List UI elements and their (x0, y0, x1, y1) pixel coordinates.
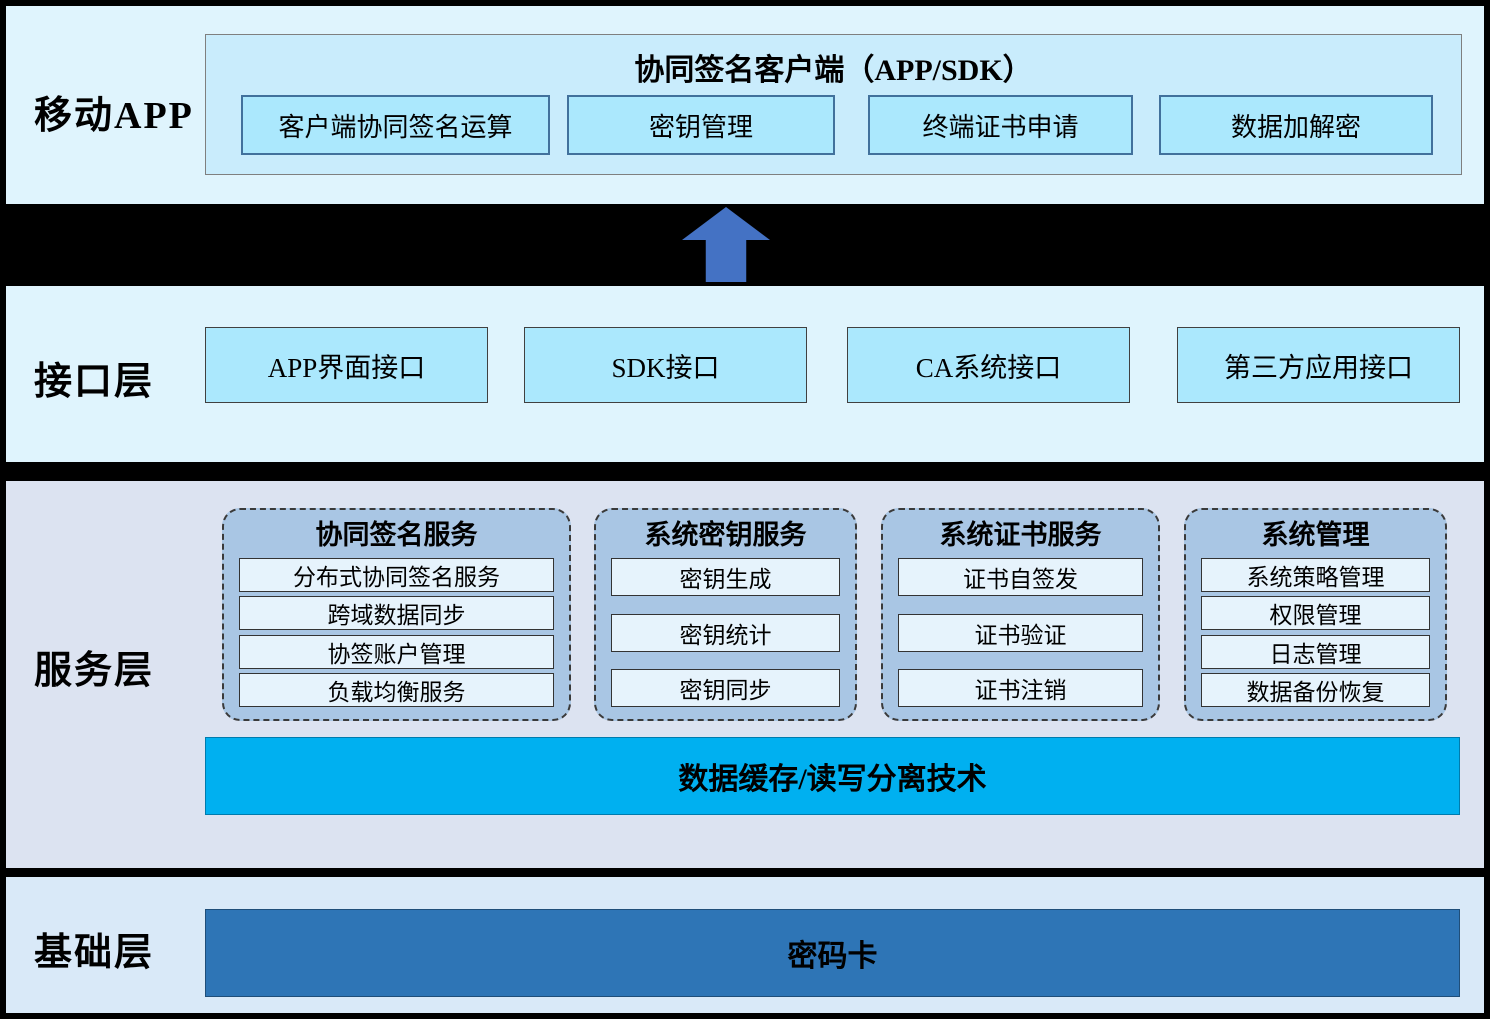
group-item: 日志管理 (1201, 634, 1430, 669)
interface-item-sdk: SDK接口 (524, 327, 807, 403)
client-title: 协同签名客户端（APP/SDK） (634, 54, 1033, 87)
group-item: 证书自签发 (898, 558, 1143, 596)
interface-item-app-ui: APP界面接口 (205, 327, 488, 403)
group-item: 证书验证 (898, 613, 1143, 652)
group-item: 跨域数据同步 (239, 596, 554, 631)
service-group-system-key: 系统密钥服务 密钥生成 密钥统计 密钥同步 (594, 508, 857, 721)
layer-label-base: 基础层 (34, 932, 155, 974)
group-title: 系统密钥服务 (644, 520, 807, 550)
client-container: 协同签名客户端（APP/SDK） 客户端协同签名运算 密钥管理 终端证书申请 数… (205, 34, 1462, 175)
service-group-system-cert: 系统证书服务 证书自签发 证书验证 证书注销 (881, 508, 1160, 721)
layer-label-mobile: 移动APP (34, 95, 194, 137)
group-items: 系统策略管理 权限管理 日志管理 数据备份恢复 (1201, 558, 1430, 707)
layer-base: 基础层 密码卡 (6, 877, 1484, 1013)
group-item: 负载均衡服务 (239, 672, 554, 707)
client-item-cosign-compute: 客户端协同签名运算 (241, 95, 550, 155)
client-item-key-management: 密钥管理 (567, 95, 835, 155)
group-item: 密钥同步 (611, 669, 840, 707)
group-item: 分布式协同签名服务 (239, 558, 554, 592)
group-item: 密钥生成 (611, 558, 840, 596)
group-items: 密钥生成 密钥统计 密钥同步 (611, 558, 840, 707)
data-cache-tech-bar: 数据缓存/读写分离技术 (205, 737, 1460, 815)
group-title: 系统管理 (1261, 520, 1370, 550)
service-group-system-admin: 系统管理 系统策略管理 权限管理 日志管理 数据备份恢复 (1184, 508, 1447, 721)
group-title: 系统证书服务 (939, 520, 1102, 550)
group-item: 权限管理 (1201, 596, 1430, 631)
service-group-cosign: 协同签名服务 分布式协同签名服务 跨域数据同步 协签账户管理 负载均衡服务 (222, 508, 571, 721)
group-items: 证书自签发 证书验证 证书注销 (898, 558, 1143, 707)
interface-item-third-party: 第三方应用接口 (1177, 327, 1460, 403)
client-item-data-crypto: 数据加解密 (1159, 95, 1433, 155)
group-item: 协签账户管理 (239, 634, 554, 669)
layer-mobile-app: 移动APP 协同签名客户端（APP/SDK） 客户端协同签名运算 密钥管理 终端… (6, 6, 1484, 204)
up-arrow-icon (682, 207, 770, 282)
layer-interface: 接口层 APP界面接口 SDK接口 CA系统接口 第三方应用接口 (6, 286, 1484, 462)
client-item-cert-request: 终端证书申请 (868, 95, 1133, 155)
group-item: 密钥统计 (611, 613, 840, 652)
group-title: 协同签名服务 (315, 520, 478, 550)
layer-label-service: 服务层 (34, 650, 155, 692)
layer-service: 服务层 协同签名服务 分布式协同签名服务 跨域数据同步 协签账户管理 负载均衡服… (6, 481, 1484, 868)
interface-item-ca-system: CA系统接口 (847, 327, 1130, 403)
group-item: 系统策略管理 (1201, 558, 1430, 592)
group-item: 证书注销 (898, 669, 1143, 707)
group-item: 数据备份恢复 (1201, 672, 1430, 707)
layer-label-interface: 接口层 (34, 361, 155, 403)
group-items: 分布式协同签名服务 跨域数据同步 协签账户管理 负载均衡服务 (239, 558, 554, 707)
crypto-card-bar: 密码卡 (205, 909, 1460, 997)
